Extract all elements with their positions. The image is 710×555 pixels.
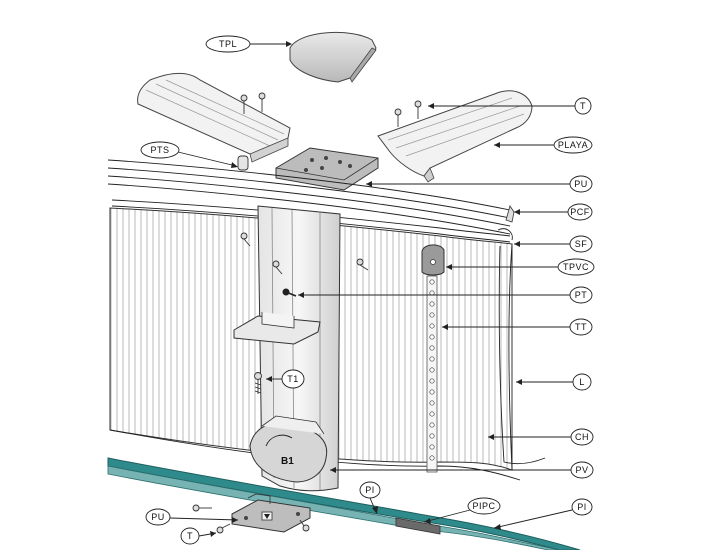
callout-pi-mid-label: PI	[365, 485, 375, 495]
strip-hole	[429, 378, 435, 384]
b1-shoe-part: B1	[249, 415, 328, 483]
strip-hole	[429, 312, 435, 318]
tpvc-clip-part	[421, 244, 445, 276]
callout-pcf: PCF	[514, 203, 593, 221]
callout-tt-label: TT	[575, 322, 587, 332]
strip-hole	[429, 290, 435, 296]
upright-bracket-part	[233, 312, 321, 345]
callout-tt: TT	[442, 318, 593, 336]
strip-hole	[429, 323, 435, 329]
strip-hole	[429, 400, 435, 406]
callout-l-label: L	[579, 377, 585, 387]
strip-hole	[429, 356, 435, 362]
left-top-rail-part	[137, 72, 291, 163]
strip-hole	[429, 455, 435, 461]
callout-tpvc-label: TPVC	[563, 262, 589, 272]
callout-pi-right-label: PI	[577, 502, 587, 512]
coping-rails	[107, 159, 515, 243]
top-bracket-plate-part	[275, 147, 379, 191]
top-screws	[240, 92, 422, 127]
bottom-bracket-plate-part	[231, 493, 311, 533]
callout-sf-label: SF	[575, 239, 588, 249]
bottom-screws	[192, 504, 310, 534]
strip-hole	[429, 444, 435, 450]
callout-pi-right: PI	[493, 498, 593, 530]
callout-t-bottom: T	[180, 527, 217, 545]
callout-pt-label: PT	[575, 290, 588, 300]
wall-screws	[240, 232, 369, 275]
strip-hole	[429, 411, 435, 417]
strip-hole	[429, 433, 435, 439]
callout-playa-label: PLAYA	[558, 140, 588, 150]
callout-pipc: PIPC	[423, 497, 501, 524]
strip-hole	[429, 389, 435, 395]
callout-t-top-label: T	[580, 101, 586, 111]
callout-pu-top: PU	[366, 175, 593, 193]
callout-pts-label: PTS	[150, 145, 169, 155]
callout-pi-mid: PI	[359, 481, 381, 514]
strip-hole	[429, 334, 435, 340]
callout-tpl: TPL	[205, 35, 292, 53]
callout-pipc-label: PIPC	[472, 501, 495, 511]
callout-pu-bottom: PU	[145, 508, 239, 526]
top-cap-part	[289, 31, 377, 83]
callout-sf: SF	[514, 235, 593, 253]
bottom-rail-part	[107, 457, 581, 551]
callout-t-bottom-label: T	[187, 531, 193, 541]
strip-hole	[429, 345, 435, 351]
right-top-rail-part	[377, 90, 533, 183]
callout-t-top: T	[428, 97, 592, 115]
callout-ch-label: CH	[575, 432, 589, 442]
pt-screw-part	[282, 288, 297, 297]
strip-hole	[429, 367, 435, 373]
callout-pu-bottom-label: PU	[151, 512, 165, 522]
callout-tpl-label: TPL	[219, 39, 237, 49]
callout-l: L	[516, 373, 592, 391]
callout-pu-top-label: PU	[574, 179, 588, 189]
strip-hole	[429, 279, 435, 285]
t1-screw-part	[254, 372, 262, 394]
callout-pts: PTS	[140, 141, 238, 168]
callout-t1: T1	[266, 369, 305, 389]
callout-pcf-label: PCF	[570, 207, 590, 217]
callout-pv: PV	[330, 461, 594, 479]
b1-marking: B1	[281, 456, 294, 467]
pts-plug-part	[237, 155, 249, 171]
callout-ch: CH	[488, 428, 594, 446]
strip-hole	[429, 301, 435, 307]
callout-pv-label: PV	[575, 465, 588, 475]
callout-playa: PLAYA	[494, 136, 593, 154]
callout-t1-label: T1	[287, 374, 299, 384]
callout-tpvc: TPVC	[446, 258, 595, 276]
callout-pt: PT	[298, 286, 593, 304]
strip-hole	[429, 422, 435, 428]
tt-strip-part	[426, 275, 438, 473]
